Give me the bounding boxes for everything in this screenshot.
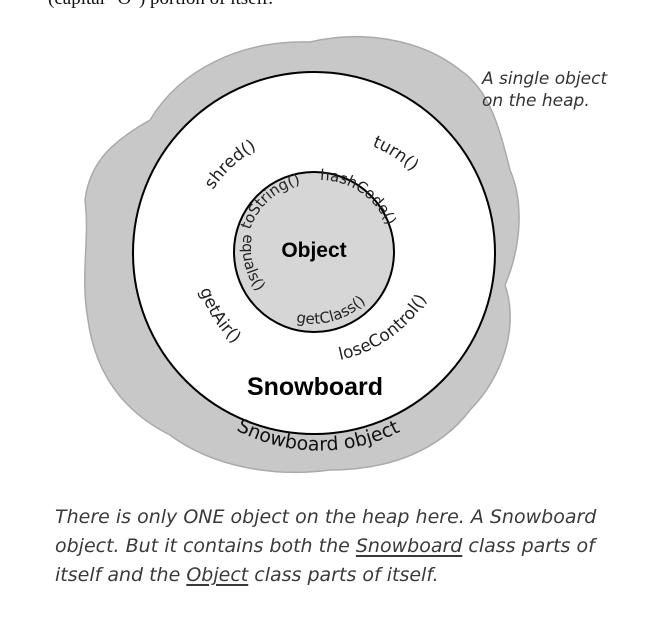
bottom-caption: There is only ONE object on the heap her… bbox=[55, 503, 625, 590]
caption-snowboard-underlined: Snowboard bbox=[355, 535, 463, 557]
caption-text-1: There is only ONE object on the heap her… bbox=[55, 506, 597, 557]
heap-annotation-line1: A single object bbox=[482, 69, 608, 89]
top-text-fragment: (capital "O") portion of itself. bbox=[48, 0, 273, 10]
object-inner-ring bbox=[233, 171, 395, 333]
caption-text-2: class parts of itself and the bbox=[55, 535, 595, 586]
caption-object-underlined: Object bbox=[186, 564, 249, 586]
object-title: Object bbox=[281, 239, 346, 262]
heap-annotation-line2: on the heap. bbox=[482, 91, 590, 111]
snowboard-title: Snowboard bbox=[247, 373, 383, 401]
heap-annotation: A single object on the heap. bbox=[482, 68, 632, 112]
caption-text-3: class parts of itself. bbox=[248, 564, 439, 586]
